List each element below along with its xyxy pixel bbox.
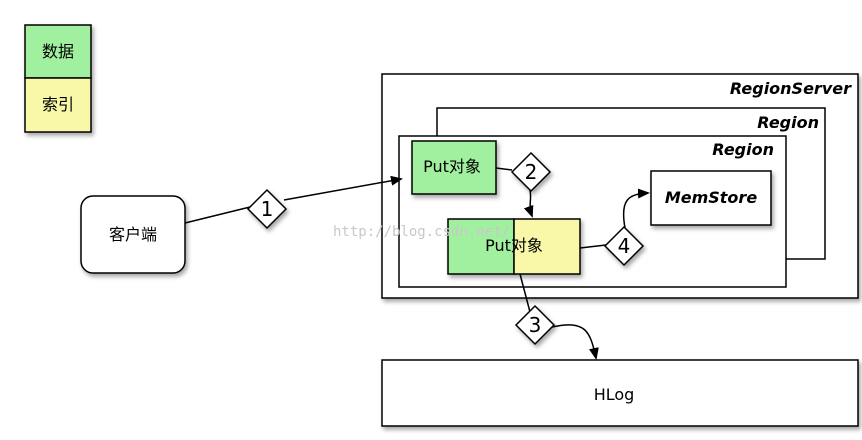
put-object-small — [411, 140, 497, 195]
region-server-title: RegionServer — [730, 79, 852, 98]
step-4-badge — [603, 225, 645, 267]
step-1-label: 1 — [261, 197, 274, 221]
client-box — [80, 195, 186, 274]
memstore-box — [650, 170, 772, 226]
step-4-label: 4 — [618, 234, 631, 258]
step-1-badge — [246, 188, 288, 230]
region-back-title: Region — [757, 113, 819, 132]
legend — [24, 24, 92, 133]
step-2-label: 2 — [525, 160, 538, 184]
put-object-large-label: Put对象 — [485, 236, 543, 255]
legend-index-label: 索引 — [42, 95, 74, 114]
legend-data-label: 数据 — [42, 42, 74, 61]
step-2-badge — [510, 151, 552, 193]
legend-data-swatch — [24, 24, 92, 79]
arrow-put-to-put — [495, 167, 532, 216]
arrow-put-to-memstore — [579, 193, 648, 249]
memstore-label: MemStore — [665, 188, 758, 207]
arrow-client-to-put — [184, 179, 401, 224]
region-front-title: Region — [712, 140, 774, 159]
hlog-box — [381, 359, 859, 427]
hlog-label: HLog — [594, 385, 635, 404]
step-3-label: 3 — [529, 313, 542, 337]
arrow-put-to-hlog — [519, 273, 596, 358]
legend-index-swatch — [24, 77, 92, 133]
client-label: 客户端 — [109, 225, 157, 244]
put-object-small-label: Put对象 — [423, 157, 481, 176]
put-object-large-index — [513, 218, 581, 275]
watermark: http://blog.csdn.net/ — [333, 224, 510, 240]
step-3-badge — [514, 304, 556, 346]
